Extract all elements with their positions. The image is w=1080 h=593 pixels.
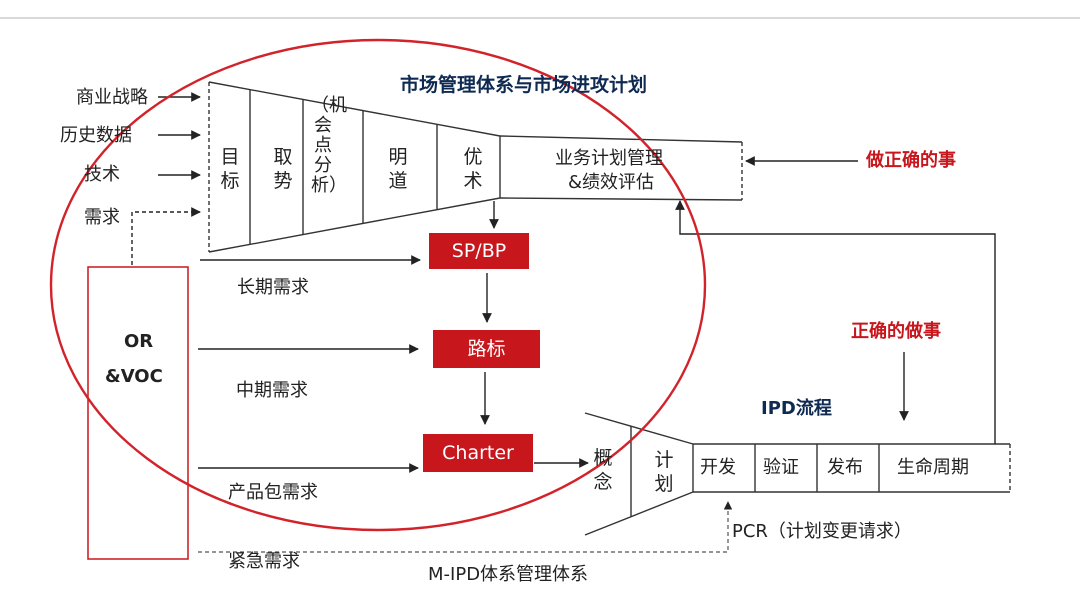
ipd-stage-verify: 验证 — [763, 457, 799, 478]
funnel-trend: 取势 — [273, 146, 293, 192]
ipd-stage-release: 发布 — [827, 457, 863, 478]
funnel-opportunity: （机会点分析） — [311, 95, 347, 196]
input-demand: 需求 — [84, 207, 120, 228]
spbp-box: SP/BP — [429, 233, 529, 269]
highlight-ellipse — [49, 38, 707, 532]
funnel-way: 明道 — [388, 146, 408, 192]
label-pkg-demand: 产品包需求 — [228, 482, 318, 503]
label-do-right-thing: 做正确的事 — [866, 150, 956, 171]
roadmap-box: 路标 — [433, 330, 540, 368]
ipd-stage-dev: 开发 — [700, 457, 736, 478]
pcr-label: PCR（计划变更请求） — [732, 521, 912, 542]
funnel-method: 优术 — [463, 146, 483, 192]
input-strategy: 商业战略 — [76, 87, 148, 108]
feedback-arrow — [675, 200, 996, 444]
arrow-demand — [131, 207, 201, 265]
or-voc-box — [87, 266, 189, 560]
ipd-stage-lifecycle: 生命周期 — [897, 457, 969, 478]
ipd-funnel — [584, 412, 1011, 536]
label-urgent-demand: 紧急需求 — [228, 551, 300, 572]
or-label: OR — [124, 331, 154, 352]
voc-label: &VOC — [105, 366, 163, 387]
funnel-goal: 目标 — [220, 146, 240, 192]
label-long-demand: 长期需求 — [237, 277, 309, 298]
label-do-thing-right: 正确的做事 — [851, 321, 941, 342]
input-history: 历史数据 — [60, 125, 132, 146]
ipd-title: IPD流程 — [761, 398, 832, 419]
biz-plan-line1: 业务计划管理 — [555, 148, 663, 169]
page-title: 市场管理体系与市场进攻计划 — [400, 74, 648, 96]
charter-box: Charter — [423, 434, 533, 472]
market-funnel — [208, 81, 743, 253]
bottom-label: M-IPD体系管理体系 — [428, 564, 589, 585]
ipd-plan: 计划 — [654, 449, 674, 495]
biz-plan-line2: &绩效评估 — [568, 172, 655, 193]
ipd-concept: 概念 — [593, 447, 613, 493]
input-tech: 技术 — [84, 164, 120, 185]
arrow-urgent-demand — [198, 501, 733, 553]
label-mid-demand: 中期需求 — [236, 380, 308, 401]
